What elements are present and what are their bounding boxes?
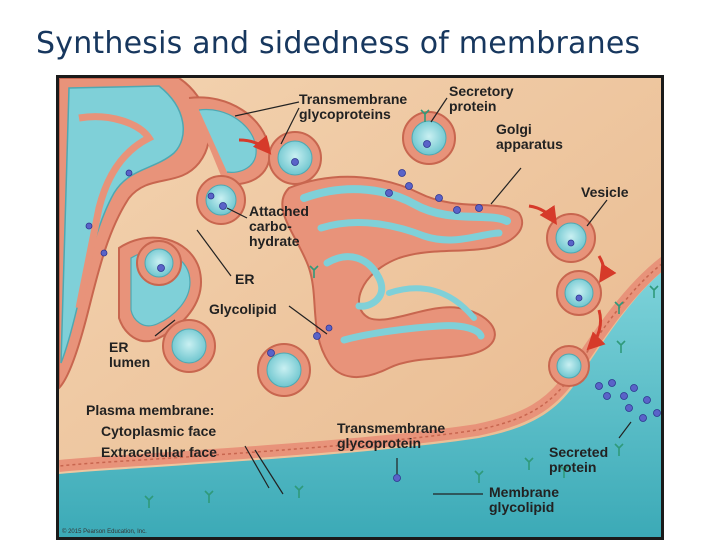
label-line: Transmembrane <box>299 91 408 107</box>
membrane-synthesis-figure: Transmembrane glycoproteins Secretory pr… <box>56 75 664 540</box>
label-er: ER <box>235 271 255 287</box>
label-line: carbo- <box>249 218 292 234</box>
label-glycolipid: Glycolipid <box>209 301 277 317</box>
label-line: protein <box>449 98 497 114</box>
label-line: protein <box>549 459 597 475</box>
label-plasma-membrane: Plasma membrane: <box>86 402 215 418</box>
copyright-notice: © 2015 Pearson Education, Inc. <box>62 529 147 535</box>
label-line: Attached <box>249 203 309 219</box>
leader-lines <box>154 97 632 495</box>
label-line: Golgi <box>496 121 532 137</box>
carbohydrate-chains <box>144 109 659 508</box>
label-line: glycolipid <box>489 499 555 515</box>
label-transmembrane-glycoprotein: Transmembrane glycoprotein <box>337 421 445 451</box>
label-line: Secreted <box>549 444 609 460</box>
label-line: ER <box>109 339 129 355</box>
label-line: Membrane <box>489 484 560 500</box>
label-golgi-apparatus: Golgi apparatus <box>496 122 563 152</box>
label-line: lumen <box>109 354 151 370</box>
extracellular-space <box>59 272 661 537</box>
protein-molecules <box>85 140 661 482</box>
label-line: hydrate <box>249 233 300 249</box>
label-extracellular-face: Extracellular face <box>101 444 217 460</box>
label-attached-carbohydrate: Attached carbo- hydrate <box>249 204 309 249</box>
label-line: apparatus <box>496 136 563 152</box>
label-line: glycoproteins <box>299 106 391 122</box>
label-membrane-glycolipid: Membrane glycolipid <box>489 485 559 515</box>
cell-illustration <box>59 78 661 537</box>
label-transmembrane-glycoproteins: Transmembrane glycoproteins <box>299 92 407 122</box>
vesicles <box>136 111 602 397</box>
transport-arrows <box>238 135 617 351</box>
label-vesicle: Vesicle <box>581 184 629 200</box>
label-secreted-protein: Secreted protein <box>549 445 608 475</box>
label-line: glycoprotein <box>337 435 422 451</box>
label-line: Transmembrane <box>337 420 446 436</box>
label-cytoplasmic-face: Cytoplasmic face <box>101 423 217 439</box>
slide-title: Synthesis and sidedness of membranes <box>36 26 641 61</box>
golgi-apparatus <box>281 175 524 379</box>
label-line: Secretory <box>449 83 514 99</box>
label-er-lumen: ER lumen <box>109 340 150 370</box>
label-secretory-protein: Secretory protein <box>449 84 514 114</box>
